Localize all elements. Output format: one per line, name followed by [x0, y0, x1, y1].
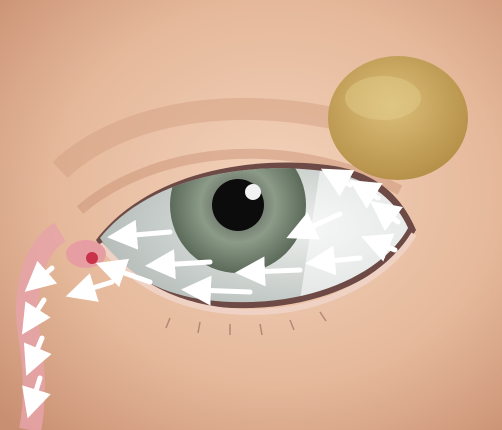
punctum [86, 252, 98, 264]
caruncle [66, 240, 106, 268]
corneal-highlight [245, 184, 261, 200]
